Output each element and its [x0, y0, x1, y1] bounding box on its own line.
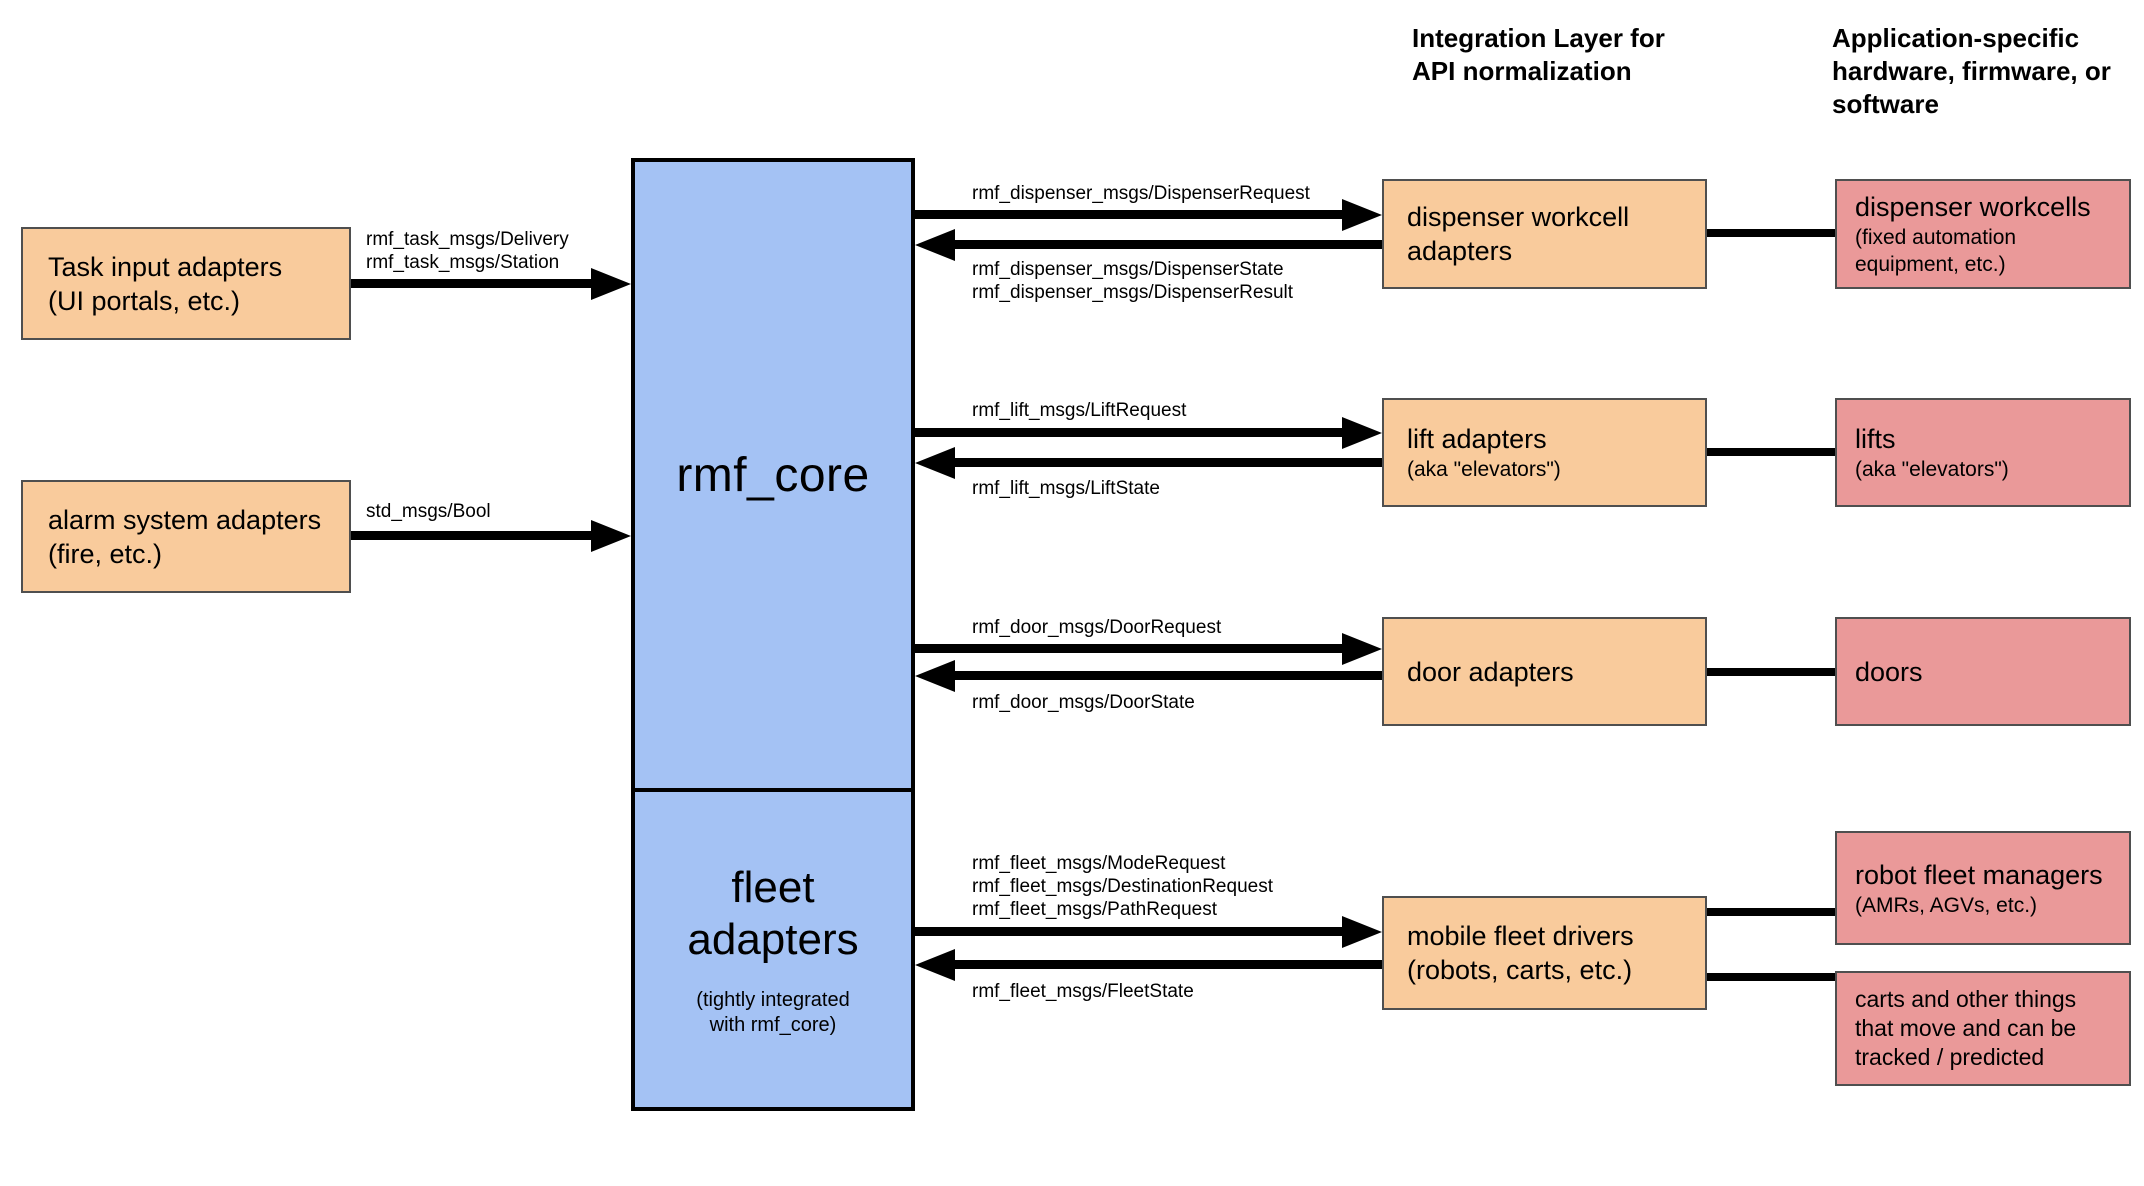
lifts-label: lifts	[1855, 424, 1896, 454]
arrow-alarm-to-core-head	[591, 520, 631, 552]
arrow-fleet-to-core-head	[915, 949, 955, 981]
application-specific-header: Application-specific hardware, firmware,…	[1832, 23, 2111, 119]
connector-fleet-managers	[1707, 908, 1835, 916]
door-adapters-label: door adapters	[1407, 656, 1574, 687]
topic-label-alarm-to-core: std_msgs/Bool	[366, 501, 491, 522]
arrow-core-to-fleet-shaft	[915, 927, 1346, 936]
dispenser-workcell-adapters-box: dispenser workcell adapters	[1382, 179, 1707, 289]
core-fleet-divider	[635, 788, 911, 792]
topic-label-fleet-to-core: rmf_fleet_msgs/FleetState	[972, 981, 1194, 1002]
arrow-lift-to-core-shaft	[951, 458, 1382, 467]
arrow-fleet-to-core-shaft	[951, 960, 1382, 969]
dispenser-workcells-box: dispenser workcells (fixed automation eq…	[1835, 179, 2131, 289]
mobile-fleet-drivers-box: mobile fleet drivers (robots, carts, etc…	[1382, 896, 1707, 1010]
robot-fleet-managers-label: robot fleet managers	[1855, 859, 2103, 890]
carts-label: carts and other things that move and can…	[1855, 986, 2077, 1070]
fleet-adapters-section: fleet adapters (tightly integrated with …	[635, 792, 911, 1107]
lift-adapters-box: lift adapters (aka "elevators")	[1382, 398, 1707, 507]
topic-label-dispenser-to-core: rmf_dispenser_msgs/DispenserState rmf_di…	[972, 259, 1294, 303]
topic-label-core-to-fleet: rmf_fleet_msgs/ModeRequest rmf_fleet_msg…	[972, 853, 1273, 920]
connector-carts	[1707, 973, 1835, 981]
arrow-core-to-dispenser-shaft	[915, 210, 1346, 219]
connector-lift	[1707, 448, 1835, 456]
alarm-system-adapters-label: alarm system adapters	[48, 504, 322, 535]
lifts-sub: (aka "elevators")	[1855, 458, 2009, 481]
rmf-core-section: rmf_core	[635, 162, 911, 788]
arrow-core-to-fleet-head	[1342, 916, 1382, 948]
topic-label-core-to-door: rmf_door_msgs/DoorRequest	[972, 617, 1222, 638]
connector-door	[1707, 668, 1835, 676]
lifts-box: lifts (aka "elevators")	[1835, 398, 2131, 507]
arrow-dispenser-to-core-head	[915, 229, 955, 261]
arrow-core-to-dispenser-head	[1342, 199, 1382, 231]
robot-fleet-managers-sub: (AMRs, AGVs, etc.)	[1855, 893, 2038, 917]
mobile-fleet-drivers-sub: (robots, carts, etc.)	[1407, 955, 1633, 985]
alarm-system-adapters-box: alarm system adapters (fire, etc.)	[21, 480, 351, 593]
arrow-core-to-lift-head	[1342, 417, 1382, 449]
topic-label-door-to-core: rmf_door_msgs/DoorState	[972, 692, 1195, 713]
topic-label-core-to-dispenser: rmf_dispenser_msgs/DispenserRequest	[972, 183, 1310, 204]
arrow-door-to-core-head	[915, 660, 955, 692]
doors-label: doors	[1855, 656, 1923, 687]
mobile-fleet-drivers-label: mobile fleet drivers	[1407, 921, 1634, 951]
fleet-adapters-note: (tightly integrated with rmf_core)	[696, 988, 850, 1036]
integration-layer-header: Integration Layer for API normalization	[1412, 23, 1665, 86]
rmf-core-box: rmf_core fleet adapters (tightly integra…	[631, 158, 915, 1111]
dispenser-workcells-label: dispenser workcells	[1855, 192, 2091, 222]
arrow-task-to-core-shaft	[351, 279, 595, 288]
alarm-system-adapters-sub: (fire, etc.)	[48, 538, 163, 569]
rmf-core-title: rmf_core	[676, 448, 870, 502]
task-input-adapters-box: Task input adapters (UI portals, etc.)	[21, 227, 351, 340]
arrow-alarm-to-core-shaft	[351, 531, 595, 540]
topic-label-core-to-lift: rmf_lift_msgs/LiftRequest	[972, 400, 1187, 421]
carts-box: carts and other things that move and can…	[1835, 971, 2131, 1086]
arrow-door-to-core-shaft	[951, 671, 1382, 680]
task-input-adapters-sub: (UI portals, etc.)	[48, 285, 241, 316]
task-input-adapters-label: Task input adapters	[48, 251, 283, 282]
dispenser-workcells-sub: (fixed automation equipment, etc.)	[1855, 226, 2017, 276]
topic-label-lift-to-core: rmf_lift_msgs/LiftState	[972, 478, 1160, 499]
lift-adapters-label: lift adapters	[1407, 424, 1547, 454]
topic-label-task-to-core: rmf_task_msgs/Delivery rmf_task_msgs/Sta…	[366, 229, 569, 273]
arrow-lift-to-core-head	[915, 447, 955, 479]
arrow-core-to-lift-shaft	[915, 428, 1346, 437]
robot-fleet-managers-box: robot fleet managers (AMRs, AGVs, etc.)	[1835, 831, 2131, 945]
arrow-core-to-door-head	[1342, 633, 1382, 665]
connector-dispenser	[1707, 229, 1835, 237]
dispenser-workcell-adapters-label: dispenser workcell adapters	[1407, 202, 1630, 266]
lift-adapters-sub: (aka "elevators")	[1407, 458, 1561, 481]
doors-box: doors	[1835, 617, 2131, 726]
arrow-dispenser-to-core-shaft	[951, 240, 1382, 249]
arrow-task-to-core-head	[591, 268, 631, 300]
fleet-adapters-title: fleet adapters	[687, 862, 859, 964]
door-adapters-box: door adapters	[1382, 617, 1707, 726]
arrow-core-to-door-shaft	[915, 644, 1346, 653]
